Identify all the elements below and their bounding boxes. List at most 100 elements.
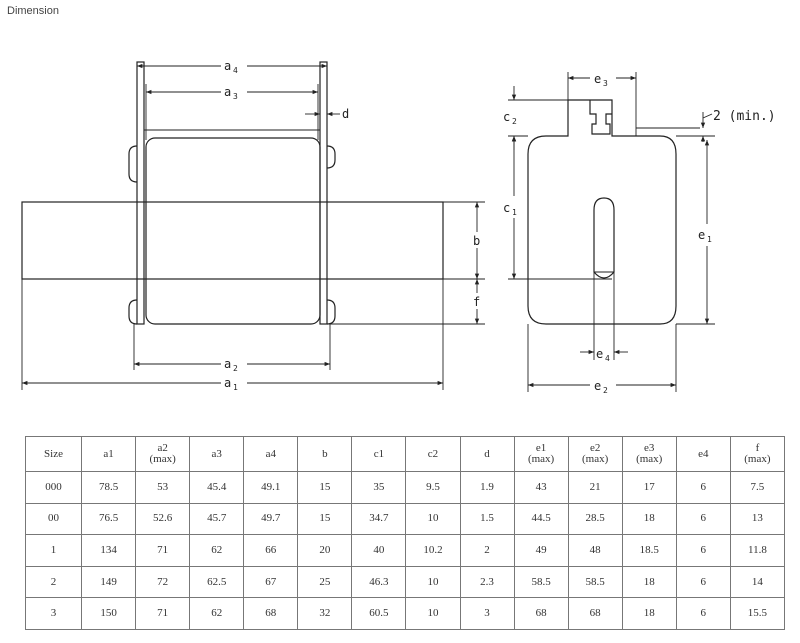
table-cell: 18.5 xyxy=(621,534,677,567)
table-row: 00 76.5 52.6 45.7 49.7 15 34.7 10 1.5 44… xyxy=(24,502,786,536)
label-e2: e xyxy=(594,379,601,393)
table-cell: 15.5 xyxy=(729,597,786,630)
table-cell: 20 xyxy=(297,534,353,567)
col-header-a4: a4 xyxy=(243,436,299,472)
label-e3-sub: 3 xyxy=(603,79,608,88)
table-cell: 6 xyxy=(675,565,731,599)
table-cell: 35 xyxy=(351,471,407,504)
end-plate-left xyxy=(136,61,145,325)
table-cell: 60.5 xyxy=(351,597,407,630)
section-heading: Dimension xyxy=(7,5,59,17)
table-cell: 21 xyxy=(567,471,623,504)
table-cell: 18 xyxy=(621,597,677,630)
table-row: 000 78.5 53 45.4 49.1 15 35 9.5 1.9 43 2… xyxy=(24,471,786,504)
label-a3: a xyxy=(224,85,231,99)
label-c2: c xyxy=(503,110,510,124)
col-header-e2: e2(max) xyxy=(567,436,623,472)
label-a2: a xyxy=(224,357,231,371)
table-cell: 46.3 xyxy=(351,565,407,599)
table-cell: 11.8 xyxy=(729,534,786,567)
table-cell: 6 xyxy=(675,597,731,630)
label-e1-sub: 1 xyxy=(707,235,712,244)
col-header-e1: e1(max) xyxy=(513,436,569,472)
fuse-body xyxy=(145,137,321,325)
col-header-c1: c1 xyxy=(351,436,407,472)
table-cell: 000 xyxy=(24,471,83,504)
table-cell: 1.5 xyxy=(459,502,515,536)
table-cell: 2.3 xyxy=(459,565,515,599)
table-cell: 40 xyxy=(351,534,407,567)
col-header-b: b xyxy=(297,436,353,472)
dimension-table: Size a1 a2(max) a3 a4 b c1 c2 d e1(max) … xyxy=(24,436,786,630)
table-row: 1 134 71 62 66 20 40 10.2 2 49 48 18.5 6… xyxy=(24,534,786,567)
label-c2-sub: 2 xyxy=(512,117,517,126)
table-cell: 18 xyxy=(621,565,677,599)
table-cell: 58.5 xyxy=(513,565,569,599)
table-cell: 66 xyxy=(243,534,299,567)
side-view: a 4 a 3 d b f a 2 a 1 xyxy=(21,58,485,392)
table-cell: 58.5 xyxy=(567,565,623,599)
table-row: 2 149 72 62.5 67 25 46.3 10 2.3 58.5 58.… xyxy=(24,565,786,599)
table-cell: 18 xyxy=(621,502,677,536)
table-cell: 2 xyxy=(24,565,83,599)
label-a1: a xyxy=(224,376,231,390)
table-cell: 13 xyxy=(729,502,786,536)
table-cell: 67 xyxy=(243,565,299,599)
table-cell: 71 xyxy=(135,534,191,567)
table-cell: 00 xyxy=(24,502,83,536)
table-cell: 71 xyxy=(135,597,191,630)
col-header-e4: e4 xyxy=(675,436,731,472)
table-cell: 15 xyxy=(297,502,353,536)
table-cell: 49.7 xyxy=(243,502,299,536)
label-b: b xyxy=(473,234,480,248)
table-cell: 1 xyxy=(24,534,83,567)
label-e4-sub: 4 xyxy=(605,354,610,363)
col-header-size: Size xyxy=(24,436,83,472)
table-header-row: Size a1 a2(max) a3 a4 b c1 c2 d e1(max) … xyxy=(24,436,786,472)
label-f: f xyxy=(473,295,480,309)
table-cell: 3 xyxy=(459,597,515,630)
end-plate-right xyxy=(319,61,328,325)
table-cell: 6 xyxy=(675,534,731,567)
table-cell: 48 xyxy=(567,534,623,567)
table-cell: 43 xyxy=(513,471,569,504)
table-cell: 78.5 xyxy=(81,471,137,504)
end-view: e 3 c 2 c 1 2 (min.) e 1 e 4 xyxy=(502,70,776,395)
table-row: 3 150 71 62 68 32 60.5 10 3 68 68 18 6 1… xyxy=(24,597,786,630)
label-e4: e xyxy=(596,347,603,361)
table-cell: 10 xyxy=(405,502,461,536)
label-e1: e xyxy=(698,228,705,242)
table-cell: 76.5 xyxy=(81,502,137,536)
label-e2-sub: 2 xyxy=(603,386,608,395)
table-cell: 62.5 xyxy=(189,565,245,599)
table-cell: 10 xyxy=(405,597,461,630)
table-cell: 7.5 xyxy=(729,471,786,504)
table-cell: 6 xyxy=(675,471,731,504)
label-a4: a xyxy=(224,59,231,73)
table-cell: 62 xyxy=(189,597,245,630)
table-cell: 10 xyxy=(405,565,461,599)
col-header-a3: a3 xyxy=(189,436,245,472)
table-cell: 52.6 xyxy=(135,502,191,536)
table-cell: 150 xyxy=(81,597,137,630)
table-cell: 2 xyxy=(459,534,515,567)
table-cell: 3 xyxy=(24,597,83,630)
table-cell: 45.4 xyxy=(189,471,245,504)
table-cell: 14 xyxy=(729,565,786,599)
label-a2-sub: 2 xyxy=(233,364,238,373)
table-cell: 49.1 xyxy=(243,471,299,504)
col-header-c2: c2 xyxy=(405,436,461,472)
label-min-note: 2 (min.) xyxy=(713,109,776,124)
table-cell: 53 xyxy=(135,471,191,504)
label-e3: e xyxy=(594,72,601,86)
table-cell: 149 xyxy=(81,565,137,599)
table-cell: 68 xyxy=(567,597,623,630)
table-cell: 72 xyxy=(135,565,191,599)
label-a1-sub: 1 xyxy=(233,383,238,392)
contact-blade xyxy=(21,201,444,280)
table-cell: 134 xyxy=(81,534,137,567)
table-cell: 34.7 xyxy=(351,502,407,536)
col-header-a2: a2(max) xyxy=(135,436,191,472)
table-cell: 44.5 xyxy=(513,502,569,536)
label-a3-sub: 3 xyxy=(233,92,238,101)
